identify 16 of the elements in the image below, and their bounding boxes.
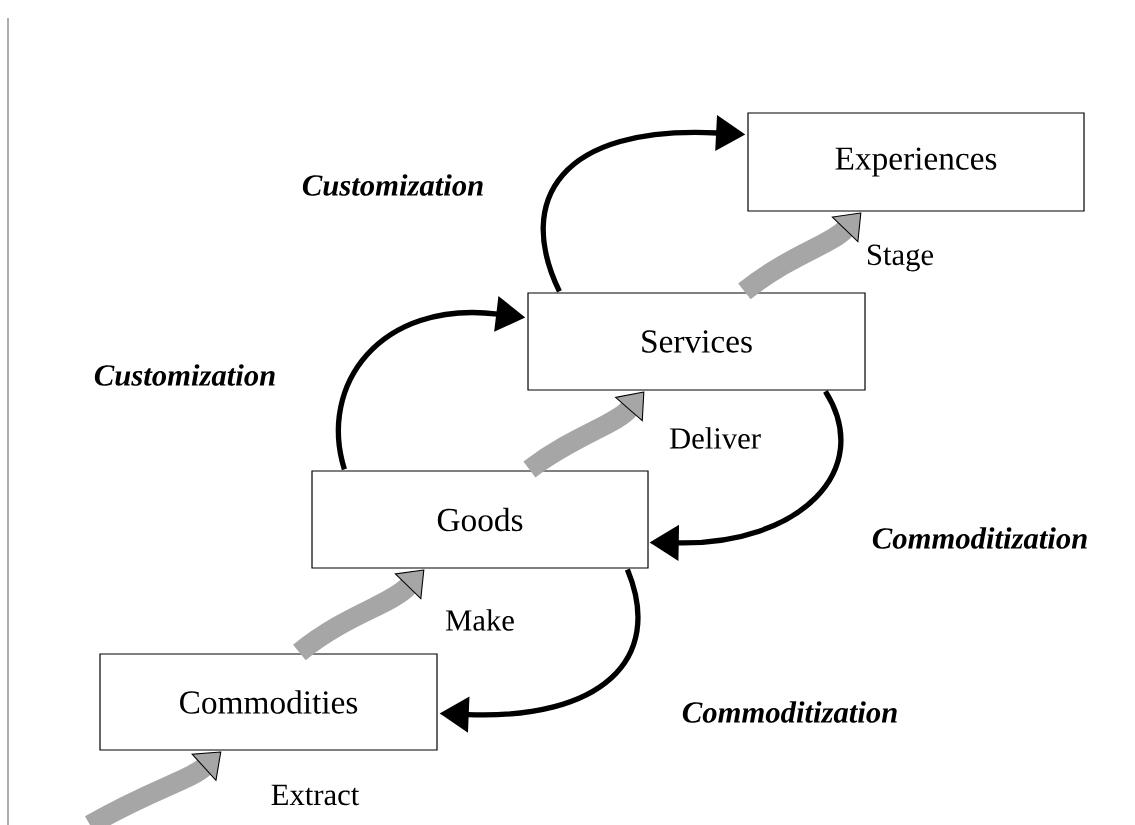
arrow [293,569,425,661]
edge-label: Customization [94,364,275,386]
edge-label: Commoditization [872,527,1087,549]
arrow [85,751,222,825]
stage-box: Goods [311,470,649,569]
edge-label: Make [445,609,514,631]
arrow [523,391,645,478]
edge-label: Commoditization [682,701,897,723]
stage-box: Commodities [99,653,438,751]
stage-box: Services [527,292,866,391]
edge-label: Extract [271,784,360,806]
edge-label: Customization [302,174,483,196]
stage-box: Experiences [747,112,1085,212]
arrow [738,212,862,300]
edge-label: Deliver [669,427,761,449]
edge-label: Stage [868,244,933,272]
